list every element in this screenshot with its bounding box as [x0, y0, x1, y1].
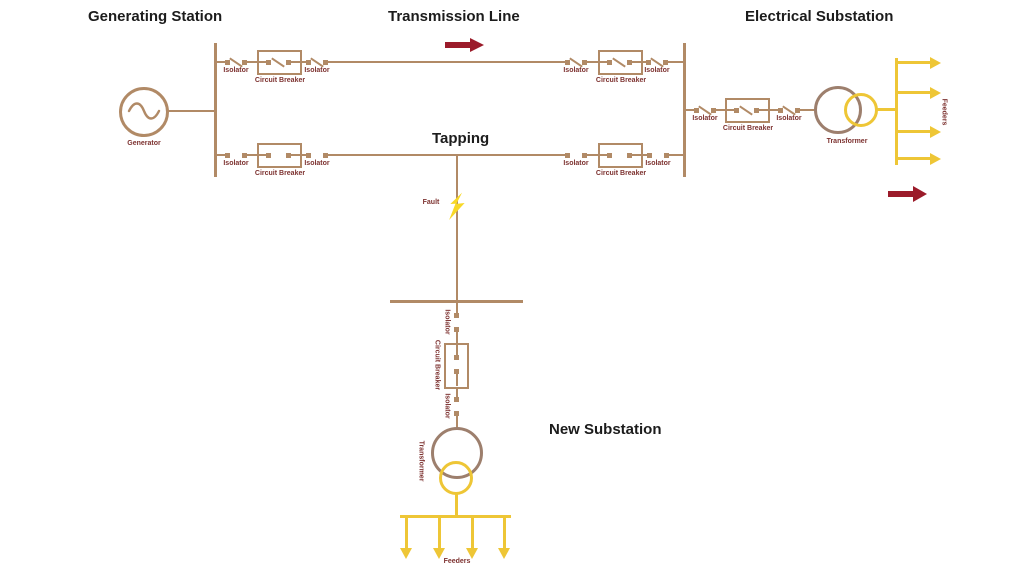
circuit-breaker-label: Circuit Breaker — [254, 77, 306, 84]
isolator-contact — [694, 108, 699, 113]
isolator-contact — [323, 153, 328, 158]
isolator-contact — [647, 153, 652, 158]
transformer-output-line — [455, 493, 458, 517]
generator-symbol — [119, 87, 169, 137]
isolator-label: Isolator — [563, 160, 589, 167]
isolator-contact — [565, 153, 570, 158]
isolator-contact — [323, 60, 328, 65]
feeders-label: Feeders — [940, 98, 948, 126]
electrical-substation-title: Electrical Substation — [745, 8, 894, 25]
receiving-busbar — [683, 43, 686, 177]
feeder-line — [898, 157, 930, 160]
feeder-arrowhead-icon — [498, 548, 510, 559]
isolator-contact — [795, 108, 800, 113]
isolator-label: Isolator — [223, 160, 249, 167]
feeder-arrowhead-icon — [433, 548, 445, 559]
circuit-breaker-label: Circuit Breaker — [722, 125, 774, 132]
feeder-arrowhead-icon — [930, 153, 941, 165]
feeder-arrowhead-icon — [930, 57, 941, 69]
isolator-contact — [454, 327, 459, 332]
isolator-label: Isolator — [304, 160, 330, 167]
power-flow-arrow-icon — [445, 38, 484, 52]
isolator-label: Isolator — [644, 67, 670, 74]
isolator-contact — [242, 153, 247, 158]
isolator-contact — [664, 153, 669, 158]
fault-label: Fault — [422, 199, 440, 206]
transformer-label: Transformer — [417, 440, 425, 482]
circuit-breaker-label: Circuit Breaker — [433, 339, 441, 391]
substation-output-arrow-icon — [888, 186, 927, 202]
feeder-line — [503, 518, 506, 548]
isolator-contact — [582, 60, 587, 65]
isolator-contact — [454, 313, 459, 318]
feeder-line — [405, 518, 408, 548]
isolator-contact — [778, 108, 783, 113]
generator-lead-line — [168, 110, 215, 112]
generating-station-title: Generating Station — [88, 8, 223, 25]
transformer-output-line — [876, 108, 897, 111]
transmission-line-title: Transmission Line — [388, 8, 520, 25]
feeder-line — [898, 91, 930, 94]
isolator-label: Isolator — [223, 67, 249, 74]
circuit-breaker-label: Circuit Breaker — [595, 77, 647, 84]
isolator-contact — [242, 60, 247, 65]
isolator-contact — [225, 60, 230, 65]
isolator-label: Isolator — [645, 160, 671, 167]
isolator-label: Isolator — [443, 393, 451, 419]
transformer-label: Transformer — [826, 138, 868, 145]
isolator-contact — [306, 60, 311, 65]
sending-busbar — [214, 43, 217, 177]
transformer-secondary-winding — [844, 93, 878, 127]
feeder-busbar — [400, 515, 511, 518]
tapping-line — [456, 156, 458, 302]
isolator-contact — [306, 153, 311, 158]
feeder-line — [898, 61, 930, 64]
feeder-arrowhead-icon — [466, 548, 478, 559]
feeder-arrowhead-icon — [400, 548, 412, 559]
isolator-contact — [582, 153, 587, 158]
isolator-contact — [711, 108, 716, 113]
isolator-contact — [454, 411, 459, 416]
sine-wave-icon — [127, 102, 161, 120]
feeder-arrowhead-icon — [930, 87, 941, 99]
feeder-line — [471, 518, 474, 548]
feeder-line — [898, 130, 930, 133]
feeder-line — [438, 518, 441, 548]
tapping-title: Tapping — [432, 130, 490, 147]
circuit-breaker-label: Circuit Breaker — [595, 170, 647, 177]
isolator-contact — [663, 60, 668, 65]
feeder-busbar — [895, 58, 898, 165]
isolator-label: Isolator — [563, 67, 589, 74]
feeder-arrowhead-icon — [930, 126, 941, 138]
isolator-label: Isolator — [443, 309, 451, 335]
isolator-label: Isolator — [692, 115, 718, 122]
isolator-label: Isolator — [304, 67, 330, 74]
transmission-line-2 — [216, 154, 684, 156]
isolator-contact — [454, 397, 459, 402]
fault-bolt-icon — [449, 192, 465, 221]
new-substation-title: New Substation — [549, 421, 662, 438]
tap-busbar — [390, 300, 523, 303]
circuit-breaker-label: Circuit Breaker — [254, 170, 306, 177]
transmission-line-1 — [216, 61, 684, 63]
isolator-contact — [646, 60, 651, 65]
feeders-label: Feeders — [443, 558, 471, 565]
isolator-contact — [225, 153, 230, 158]
isolator-contact — [565, 60, 570, 65]
transformer-secondary-winding — [439, 461, 473, 495]
generator-label: Generator — [127, 140, 161, 147]
isolator-label: Isolator — [776, 115, 802, 122]
